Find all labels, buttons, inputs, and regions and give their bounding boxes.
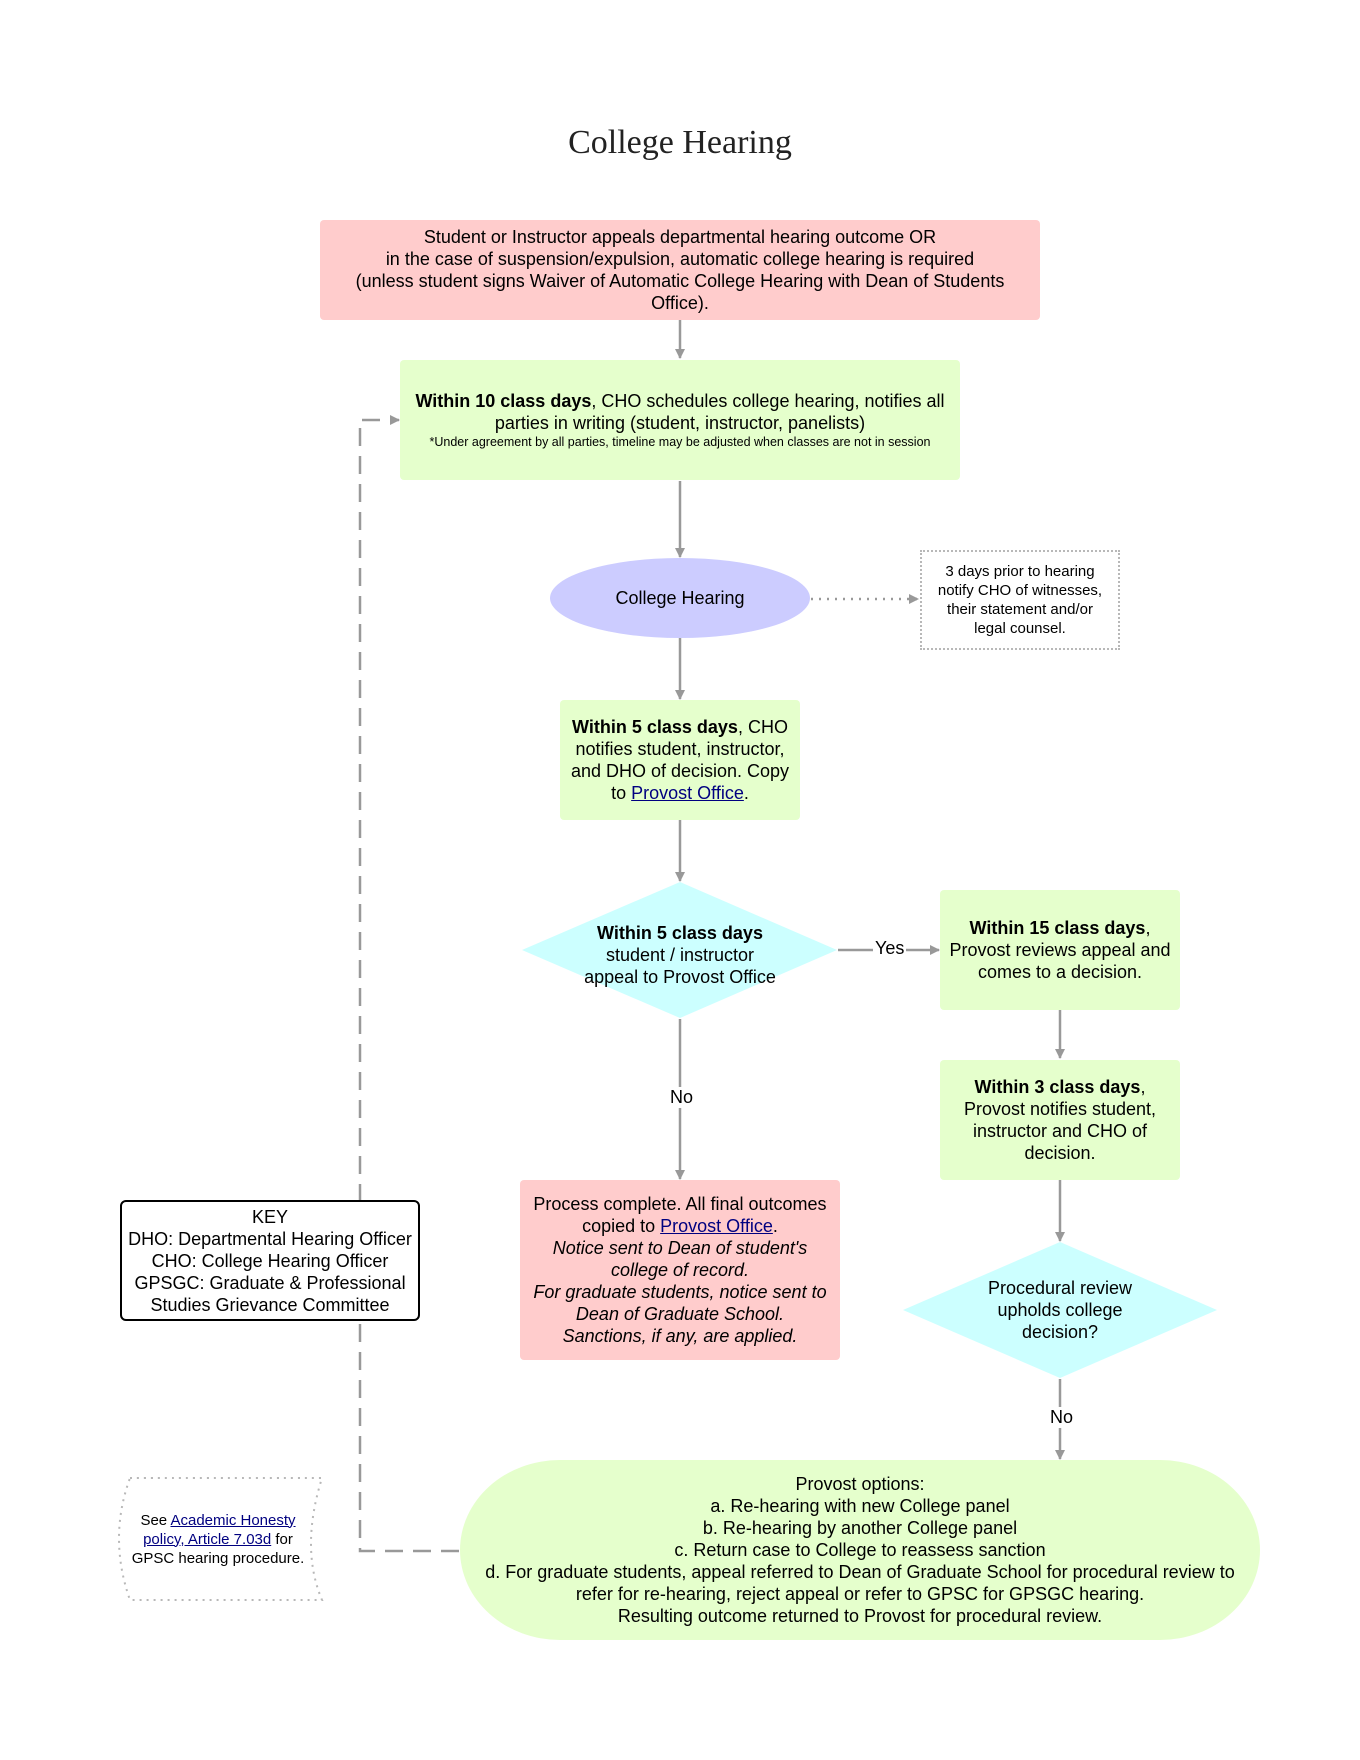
key-box: KEY DHO: Departmental Hearing Officer CH…	[120, 1200, 420, 1321]
procedural-diamond	[903, 1242, 1217, 1378]
provost-options-d: d. For graduate students, appeal referre…	[485, 1562, 1235, 1604]
provost-review-box: Within 15 class days, Provost reviews ap…	[940, 890, 1180, 1010]
notify-decision-end: .	[743, 783, 749, 803]
provost-options-shape	[460, 1460, 1260, 1640]
complete-text: Process complete. All final outcomes cop…	[530, 1193, 830, 1237]
policy-note-post: for GPSC hearing procedure.	[131, 1530, 305, 1567]
complete-italic2: For graduate students, notice sent to De…	[533, 1282, 827, 1324]
procedural-decision-label: Procedural review upholds college decisi…	[987, 1278, 1133, 1342]
complete-italic3: Sanctions, if any, are applied.	[562, 1326, 798, 1346]
complete-end: .	[772, 1216, 778, 1236]
notify-decision-text: Within 5 class days, CHO notifies studen…	[570, 716, 790, 804]
appeal-start-box: Student or Instructor appeals department…	[320, 220, 1040, 320]
schedule-text: Within 10 class days, CHO schedules coll…	[412, 390, 948, 434]
provost-review-bold: Within 15 class days	[969, 918, 1146, 938]
provost-notify-rest: , Provost notifies student, instructor a…	[963, 1077, 1157, 1163]
provost-notify-box: Within 3 class days, Provost notifies st…	[940, 1060, 1180, 1180]
policy-note-pre: See	[140, 1511, 171, 1529]
complete-line1: Process complete. All final outcomes cop…	[533, 1194, 827, 1236]
provost-notify-text: Within 3 class days, Provost notifies st…	[954, 1076, 1166, 1164]
provost-options-b: b. Re-hearing by another College panel	[702, 1518, 1018, 1538]
provost-options-heading: Provost options:	[795, 1474, 925, 1494]
policy-note-shape	[118, 1476, 324, 1601]
edge-label-no-2: No	[1048, 1407, 1076, 1428]
appeal-decision-text: Within 5 class days student / instructor…	[580, 922, 780, 988]
appeal-start-line2: in the case of suspension/expulsion, aut…	[385, 249, 975, 269]
schedule-note: *Under agreement by all parties, timelin…	[429, 435, 931, 449]
policy-note: See Academic Honesty policy, Article 7.0…	[128, 1486, 308, 1592]
notify-decision-box: Within 5 class days, CHO notifies studen…	[560, 700, 800, 820]
arrow-options-loopback	[358, 415, 459, 1553]
page-title: College Hearing	[568, 124, 792, 161]
provost-options-box: Provost options: a. Re-hearing with new …	[470, 1470, 1250, 1630]
complete-provost-link[interactable]: Provost Office	[660, 1216, 773, 1236]
key-dho: DHO: Departmental Hearing Officer	[128, 1228, 412, 1249]
key-gpsgc: GPSGC: Graduate & Professional Studies G…	[134, 1272, 406, 1315]
schedule-box: Within 10 class days, CHO schedules coll…	[400, 360, 960, 480]
provost-notify-bold: Within 3 class days	[974, 1077, 1141, 1097]
edge-label-yes: Yes	[873, 938, 907, 959]
provost-options-a: a. Re-hearing with new College panel	[710, 1496, 1010, 1516]
notify-decision-rest: , CHO notifies student, instructor, and …	[570, 717, 790, 803]
provost-review-text: Within 15 class days, Provost reviews ap…	[948, 917, 1172, 983]
complete-box: Process complete. All final outcomes cop…	[520, 1180, 840, 1360]
witness-note: 3 days prior to hearing notify CHO of wi…	[920, 550, 1120, 650]
schedule-rest: , CHO schedules college hearing, notifie…	[494, 391, 945, 433]
key-cho: CHO: College Hearing Officer	[151, 1250, 389, 1271]
schedule-bold: Within 10 class days	[415, 391, 592, 411]
appeal-start-line1: Student or Instructor appeals department…	[423, 227, 937, 247]
complete-italic1: Notice sent to Dean of student's college…	[552, 1238, 808, 1280]
academic-honesty-link[interactable]: Academic Honesty policy, Article 7.03d	[143, 1511, 296, 1548]
appeal-decision-bold: Within 5 class days	[597, 923, 763, 943]
provost-office-link[interactable]: Provost Office	[631, 783, 744, 803]
key-title: KEY	[251, 1206, 289, 1227]
appeal-start-line3: (unless student signs Waiver of Automati…	[355, 271, 1005, 313]
hearing-label: College Hearing	[615, 588, 745, 608]
policy-note-text: See Academic Honesty policy, Article 7.0…	[128, 1511, 308, 1568]
witness-note-text: 3 days prior to hearing notify CHO of wi…	[937, 563, 1103, 637]
provost-options-result: Resulting outcome returned to Provost fo…	[617, 1606, 1103, 1626]
hearing-ellipse	[550, 558, 810, 638]
provost-review-rest: , Provost reviews appeal and comes to a …	[949, 918, 1171, 982]
appeal-diamond	[522, 882, 837, 1018]
provost-options-c: c. Return case to College to reassess sa…	[674, 1540, 1046, 1560]
notify-decision-bold: Within 5 class days	[572, 717, 738, 737]
appeal-decision-label: Within 5 class days student / instructor…	[580, 910, 780, 1000]
edge-label-no-1: No	[668, 1087, 696, 1108]
appeal-decision-rest: student / instructor appeal to Provost O…	[584, 945, 776, 987]
